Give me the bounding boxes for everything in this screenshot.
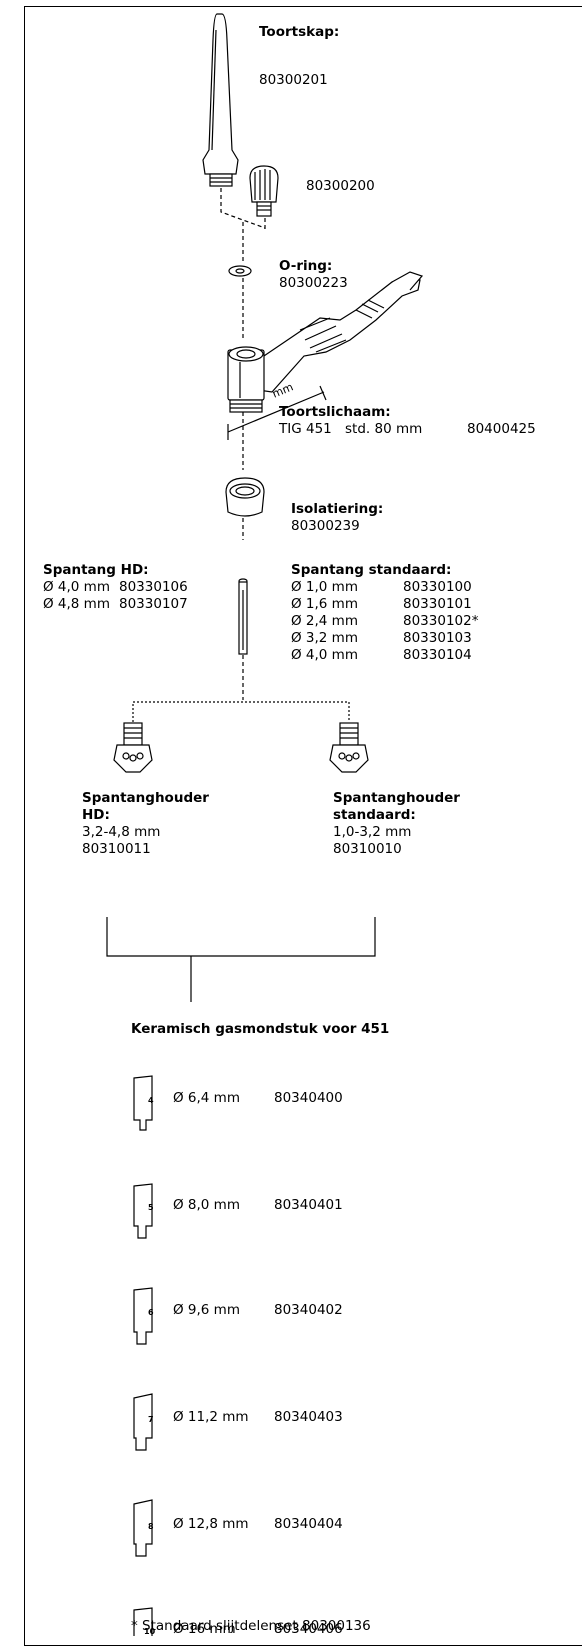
collet-drawing (238, 578, 248, 655)
holder-hd-subtitle: HD: (82, 807, 110, 823)
nozzle-number: 4 (148, 1096, 154, 1105)
nozzle-number: 6 (148, 1308, 154, 1317)
nozzle-code: 80340403 (274, 1409, 343, 1425)
nozzle-number: 7 (148, 1415, 154, 1424)
collet-std-row: Ø 1,0 mm 80330100 (291, 579, 472, 596)
nozzle-row: Ø 12,8 mm 80340404 (173, 1516, 343, 1533)
collet-std-code: 80330101 (403, 596, 472, 612)
nozzle-row: Ø 6,4 mm 80340400 (173, 1090, 343, 1107)
body-spec: TIG 451 (279, 421, 332, 437)
connector-lines (220, 188, 266, 700)
body-code: 80400425 (467, 421, 536, 437)
nozzle-number: 8 (148, 1522, 154, 1531)
footnote: * Standaard slijtdelenset 80300136 (131, 1618, 371, 1634)
collet-std-size: Ø 2,4 mm (291, 613, 358, 629)
nozzle-drawings (133, 1075, 153, 1636)
cap-short-code: 80300200 (306, 178, 375, 194)
collet-std-row: Ø 2,4 mm 80330102* (291, 613, 478, 630)
nozzle-code: 80340406 (274, 1621, 343, 1637)
holder-connector (132, 701, 350, 722)
collet-std-size: Ø 4,0 mm (291, 647, 358, 663)
holder-std-title: Spantanghouder (333, 790, 460, 806)
short-back-cap-drawing (249, 165, 279, 217)
nozzle-size: Ø 9,6 mm (173, 1302, 240, 1318)
collet-std-code: 80330100 (403, 579, 472, 595)
insulator-code: 80300239 (291, 518, 360, 534)
nozzle-number: 5 (148, 1203, 154, 1212)
body-std-length: std. 80 mm (345, 421, 423, 437)
nozzle-code: 80340401 (274, 1197, 343, 1213)
holder-hd-title: Spantanghouder (82, 790, 209, 806)
body-title: Toortslichaam: (279, 404, 391, 420)
oring-code: 80300223 (279, 275, 348, 291)
nozzle-row: Ø 16 mm 80340406 (173, 1621, 343, 1638)
collet-hd-code: 80330107 (119, 596, 188, 612)
collet-hd-row: Ø 4,0 mm 80330106 (43, 579, 188, 596)
collet-std-code: 80330102* (403, 613, 479, 629)
oring-title: O-ring: (279, 258, 333, 274)
o-ring-drawing (228, 265, 252, 277)
nozzle-number: 10 (144, 1627, 156, 1636)
collet-hd-size: Ø 4,8 mm (43, 596, 110, 612)
nozzle-size: Ø 12,8 mm (173, 1516, 249, 1532)
collet-std-size: Ø 1,0 mm (291, 579, 358, 595)
cap-long-code: 80300201 (259, 72, 328, 88)
holder-std-subtitle: standaard: (333, 807, 416, 823)
holder-std-code: 80310010 (333, 841, 402, 857)
collet-std-code: 80330104 (403, 647, 472, 663)
nozzle-code: 80340404 (274, 1516, 343, 1532)
cap-title: Toortskap: (259, 24, 340, 40)
nozzle-size: Ø 8,0 mm (173, 1197, 240, 1213)
nozzle-size: Ø 6,4 mm (173, 1090, 240, 1106)
nozzle-row: Ø 11,2 mm 80340403 (173, 1409, 343, 1426)
collet-hd-size: Ø 4,0 mm (43, 579, 110, 595)
torch-body-drawing (227, 271, 424, 440)
collet-std-title: Spantang standaard: (291, 562, 452, 578)
collet-hd-row: Ø 4,8 mm 80330107 (43, 596, 188, 613)
holder-hd-code: 80310011 (82, 841, 151, 857)
bracket-line (106, 917, 376, 957)
collet-std-size: Ø 3,2 mm (291, 630, 358, 646)
collet-std-size: Ø 1,6 mm (291, 596, 358, 612)
collet-hd-title: Spantang HD: (43, 562, 149, 578)
insulator-ring-drawing (225, 477, 265, 517)
nozzle-row: Ø 9,6 mm 80340402 (173, 1302, 343, 1319)
collet-holder-std-drawing (329, 722, 369, 773)
holder-std-range: 1,0-3,2 mm (333, 824, 412, 840)
collet-std-row: Ø 3,2 mm 80330103 (291, 630, 472, 647)
collet-hd-code: 80330106 (119, 579, 188, 595)
collet-holder-hd-drawing (113, 722, 153, 773)
nozzle-code: 80340402 (274, 1302, 343, 1318)
collet-std-code: 80330103 (403, 630, 472, 646)
nozzles-title: Keramisch gasmondstuk voor 451 (131, 1021, 390, 1037)
insulator-title: Isolatiering: (291, 501, 384, 517)
holder-hd-range: 3,2-4,8 mm (82, 824, 161, 840)
nozzle-size: Ø 16 mm (173, 1621, 236, 1637)
body-spec-row: TIG 451 std. 80 mm 80400425 (279, 421, 536, 438)
long-back-cap-drawing (202, 13, 239, 187)
nozzle-row: Ø 8,0 mm 80340401 (173, 1197, 343, 1214)
collet-std-row: Ø 4,0 mm 80330104 (291, 647, 472, 664)
nozzle-size: Ø 11,2 mm (173, 1409, 249, 1425)
collet-std-row: Ø 1,6 mm 80330101 (291, 596, 472, 613)
nozzle-code: 80340400 (274, 1090, 343, 1106)
